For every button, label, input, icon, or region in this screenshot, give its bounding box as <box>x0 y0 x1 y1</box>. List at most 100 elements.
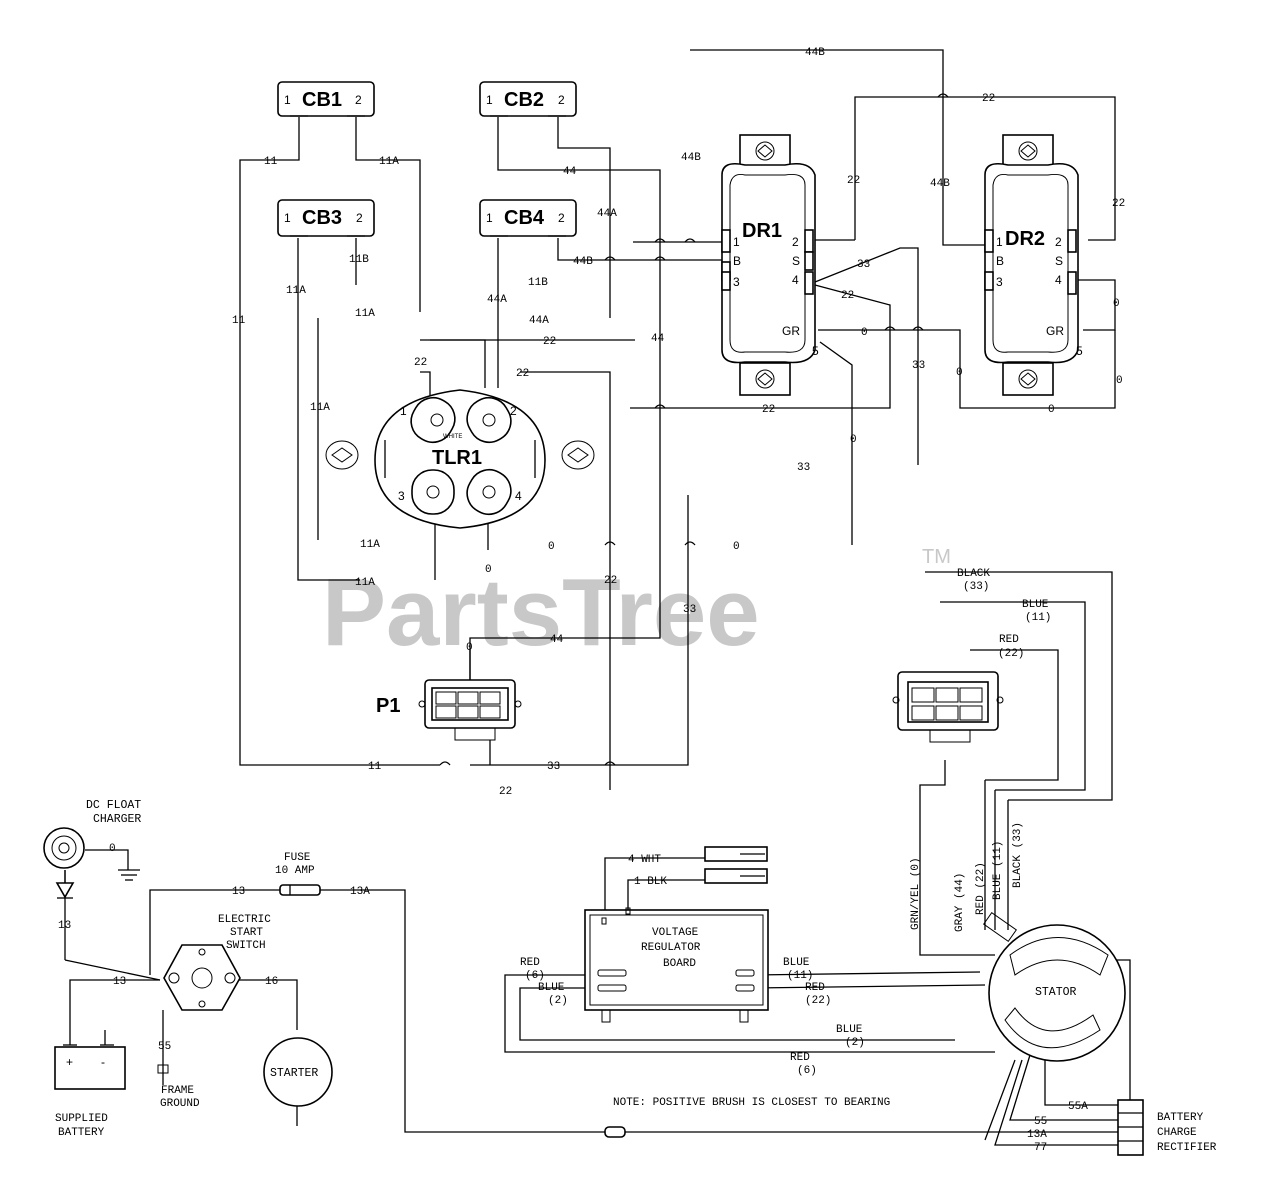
svg-text:GRN/YEL (0): GRN/YEL (0) <box>910 857 922 930</box>
svg-text:33: 33 <box>683 604 696 616</box>
dr2-receptacle: DR2 1 B 3 2 S 4 GR 5 <box>984 134 1083 396</box>
svg-text:22: 22 <box>516 368 529 380</box>
svg-text:22: 22 <box>414 357 427 369</box>
svg-text:4: 4 <box>515 489 522 503</box>
svg-text:33: 33 <box>912 360 925 372</box>
svg-text:BLUE (11): BLUE (11) <box>992 841 1004 900</box>
svg-text:11B: 11B <box>349 254 369 266</box>
stator: STATOR <box>983 911 1126 1062</box>
cb1-label: CB1 <box>302 89 342 111</box>
svg-text:BLACK: BLACK <box>957 568 990 580</box>
cb3-label: CB3 <box>302 207 342 229</box>
cb3-breaker: 1 CB3 2 <box>277 199 375 237</box>
svg-text:11: 11 <box>368 761 382 773</box>
svg-text:1: 1 <box>486 93 493 107</box>
tlr1-receptacle: TLR1 1 2 3 4 WHITE <box>325 389 595 529</box>
svg-text:13: 13 <box>58 920 71 932</box>
svg-text:(33): (33) <box>963 581 989 593</box>
svg-text:(2): (2) <box>845 1037 865 1049</box>
svg-text:CHARGE: CHARGE <box>1157 1127 1197 1139</box>
watermark-tm: TM <box>922 546 951 568</box>
svg-text:RECTIFIER: RECTIFIER <box>1157 1142 1217 1154</box>
svg-text:55: 55 <box>158 1041 171 1053</box>
svg-text:0: 0 <box>850 434 857 446</box>
svg-text:13: 13 <box>232 886 245 898</box>
svg-text:22: 22 <box>604 575 617 587</box>
dr1-receptacle: DR1 1 B 3 2 S 4 GR 5 <box>721 134 819 396</box>
svg-text:BLACK (33): BLACK (33) <box>1012 822 1024 888</box>
svg-text:1 BLK: 1 BLK <box>634 876 667 888</box>
svg-text:1: 1 <box>996 235 1003 249</box>
svg-text:11B: 11B <box>528 277 548 289</box>
svg-text:11A: 11A <box>355 577 375 589</box>
svg-text:22: 22 <box>499 786 512 798</box>
svg-text:(6): (6) <box>797 1065 817 1077</box>
svg-text:44: 44 <box>563 166 577 178</box>
p1-label: P1 <box>376 695 400 717</box>
svg-text:RED: RED <box>520 957 540 969</box>
svg-text:2: 2 <box>356 211 363 225</box>
svg-text:11A: 11A <box>310 402 330 414</box>
svg-text:10 AMP: 10 AMP <box>275 865 315 877</box>
svg-text:FUSE: FUSE <box>284 852 311 864</box>
svg-text:+: + <box>66 1055 73 1069</box>
svg-text:44: 44 <box>651 333 665 345</box>
svg-text:2: 2 <box>510 404 517 418</box>
svg-text:0: 0 <box>1048 404 1055 416</box>
svg-text:BLUE: BLUE <box>783 957 810 969</box>
dr1-label: DR1 <box>742 220 782 242</box>
svg-text:RED (22): RED (22) <box>975 862 987 915</box>
svg-text:FRAME: FRAME <box>161 1085 194 1097</box>
svg-text:44B: 44B <box>805 47 825 59</box>
svg-text:(22): (22) <box>805 995 831 1007</box>
svg-text:0: 0 <box>956 367 963 379</box>
svg-text:ELECTRIC: ELECTRIC <box>218 914 271 926</box>
svg-text:1: 1 <box>733 235 740 249</box>
svg-text:S: S <box>1055 254 1063 268</box>
dr2-label: DR2 <box>1005 228 1045 250</box>
svg-text:0: 0 <box>861 327 868 339</box>
frame-ground: FRAME GROUND <box>157 1064 200 1110</box>
svg-text:44: 44 <box>550 634 564 646</box>
p1-connector: P1 <box>376 679 522 741</box>
svg-text:(2): (2) <box>548 995 568 1007</box>
svg-text:22: 22 <box>1112 198 1125 210</box>
svg-text:B: B <box>733 254 741 268</box>
svg-text:11: 11 <box>232 315 246 327</box>
svg-text:4: 4 <box>1055 273 1062 287</box>
svg-text:SWITCH: SWITCH <box>226 940 266 952</box>
cb1-breaker: 1 CB1 2 <box>277 81 375 117</box>
cb4-label: CB4 <box>504 207 545 229</box>
svg-text:33: 33 <box>797 462 810 474</box>
supplied-battery: + - SUPPLIED BATTERY <box>54 1030 126 1139</box>
svg-text:RED: RED <box>790 1052 810 1064</box>
svg-text:RED: RED <box>805 982 825 994</box>
svg-text:GRAY (44): GRAY (44) <box>954 873 966 932</box>
svg-text:5: 5 <box>1076 344 1083 358</box>
svg-text:16: 16 <box>265 976 278 988</box>
svg-text:3: 3 <box>996 275 1003 289</box>
brush-plug <box>704 846 768 884</box>
stator-connector <box>892 671 1004 743</box>
svg-text:44A: 44A <box>529 315 549 327</box>
starter: STARTER <box>263 1037 333 1126</box>
svg-text:BATTERY: BATTERY <box>58 1127 105 1139</box>
svg-text:44A: 44A <box>487 294 507 306</box>
svg-text:44A: 44A <box>597 208 617 220</box>
svg-text:1: 1 <box>486 211 493 225</box>
svg-text:11A: 11A <box>360 539 380 551</box>
svg-text:S: S <box>792 254 800 268</box>
svg-text:22: 22 <box>847 175 860 187</box>
svg-text:BATTERY: BATTERY <box>1157 1112 1204 1124</box>
svg-text:44B: 44B <box>681 152 701 164</box>
inline-connector <box>604 1126 626 1138</box>
svg-text:13A: 13A <box>350 886 370 898</box>
svg-text:GROUND: GROUND <box>160 1098 200 1110</box>
svg-text:3: 3 <box>733 275 740 289</box>
voltage-regulator-board: VOLTAGE REGULATOR BOARD <box>584 907 769 1023</box>
svg-text:RED: RED <box>999 634 1019 646</box>
svg-text:55A: 55A <box>1068 1101 1088 1113</box>
svg-text:11A: 11A <box>355 308 375 320</box>
wires <box>64 49 1131 1146</box>
